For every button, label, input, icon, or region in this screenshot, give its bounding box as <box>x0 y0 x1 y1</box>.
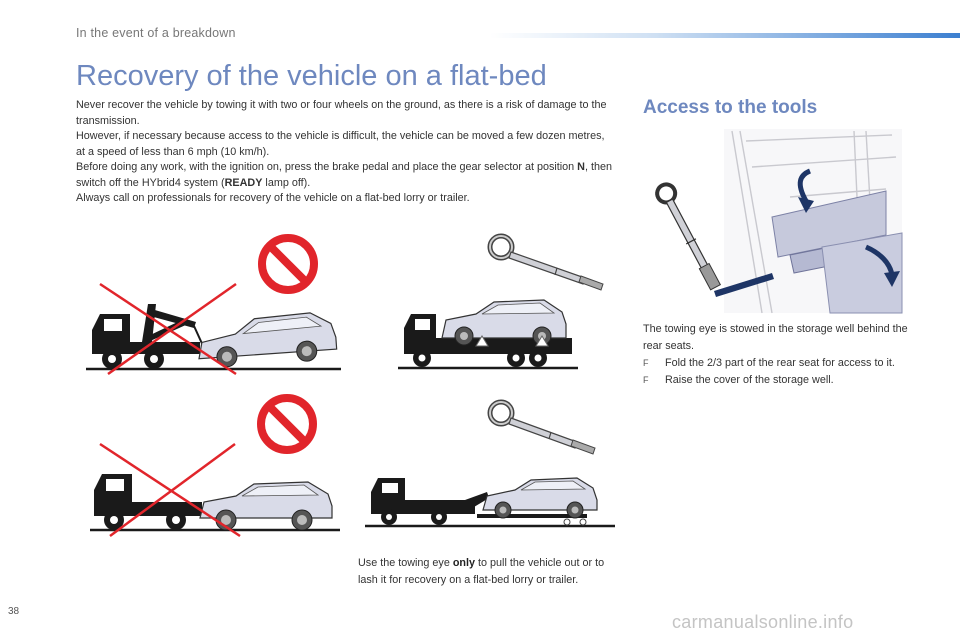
prohibited-sign-icon <box>256 232 320 296</box>
ready-lamp-label: READY <box>224 176 263 189</box>
tow-crane-truck-illustration <box>86 282 341 377</box>
header-accent-bar <box>490 33 960 38</box>
bullet-mark: F <box>643 358 649 368</box>
curved-arrow-icon <box>864 244 895 276</box>
prohibited-sign-icon <box>255 392 319 456</box>
tools-bullet-text: Raise the cover of the storage well. <box>665 374 834 386</box>
tools-bullet: F Fold the 2/3 part of the rear seat for … <box>643 355 918 372</box>
section-header: In the event of a breakdown <box>76 26 236 40</box>
page-number: 38 <box>8 606 20 617</box>
towing-eye-icon <box>485 398 600 456</box>
tools-intro: The towing eye is stowed in the storage … <box>643 323 908 352</box>
flatbed-truck-illustration <box>398 282 578 374</box>
page-title: Recovery of the vehicle on a flat-bed <box>76 60 547 92</box>
caption-before: Use the towing eye <box>358 557 453 569</box>
watermark: carmanualsonline.info <box>672 612 854 632</box>
intro-p3-before: Before doing any work, with the ignition… <box>76 161 578 173</box>
bullet-mark: F <box>643 375 649 385</box>
intro-p3-middle: , then switch off the HYbrid4 system ( <box>76 161 612 189</box>
warning-triangle-icon <box>475 335 489 347</box>
warning-triangle-icon <box>535 335 549 347</box>
caption-emphasis: only <box>452 557 476 569</box>
intro-paragraph-2: However, if necessary because access to … <box>76 130 605 158</box>
storage-well-illustration <box>640 127 904 315</box>
towing-eye-caption: Use the towing eye only to pull the vehi… <box>358 555 620 589</box>
tools-heading: Access to the tools <box>643 97 818 118</box>
gear-position: N <box>577 161 585 173</box>
winch-flatbed-illustration <box>365 470 615 532</box>
caption-after: to pull the vehicle out or to lash it fo… <box>358 557 605 586</box>
intro-p3-after: lamp off). <box>262 176 311 189</box>
intro-text: Never recover the vehicle by towing it w… <box>76 98 616 207</box>
intro-paragraph-4: Always call on professionals for recover… <box>76 192 470 204</box>
intro-paragraph-1: Never recover the vehicle by towing it w… <box>76 99 607 127</box>
tools-bullet-text: Fold the 2/3 part of the rear seat for a… <box>665 357 895 369</box>
tools-text: The towing eye is stowed in the storage … <box>643 321 918 389</box>
towing-eye-icon <box>485 232 610 292</box>
tools-bullet: F Raise the cover of the storage well. <box>643 372 918 389</box>
curved-arrow-icon <box>797 168 812 203</box>
intro-paragraph-3: Before doing any work, with the ignition… <box>76 160 616 191</box>
tow-two-wheels-illustration <box>90 440 340 540</box>
